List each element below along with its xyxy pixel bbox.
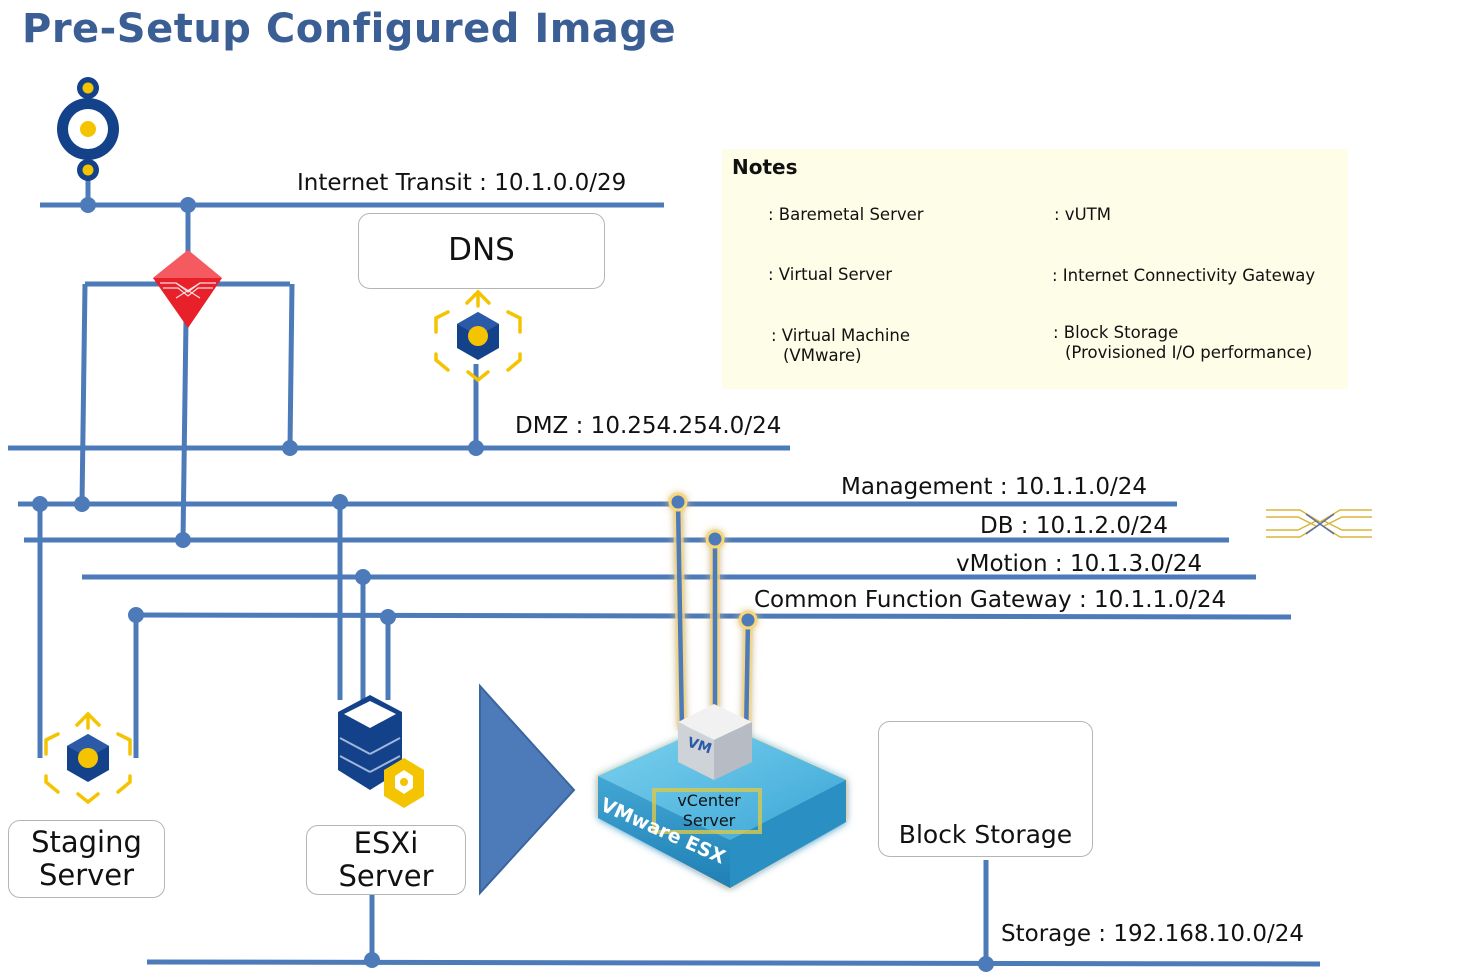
staging-label-line2: Server bbox=[38, 858, 135, 892]
dns-label: DNS bbox=[448, 232, 515, 269]
staging-virtual-server-icon bbox=[44, 712, 132, 804]
legend-virtual-server-text: : Virtual Server bbox=[768, 265, 893, 284]
vutm-pattern-icon bbox=[1266, 509, 1372, 538]
internet-gateway-icon bbox=[57, 77, 119, 181]
network-junctions bbox=[32, 197, 994, 972]
staging-label-line1: Staging bbox=[31, 824, 142, 859]
db-label: DB : 10.1.2.0/24 bbox=[980, 513, 1168, 539]
vm-cube-icon bbox=[678, 704, 752, 780]
vcenter-label: vCenter Server bbox=[664, 791, 754, 831]
legend-vm-text-line1: : Virtual Machine bbox=[771, 326, 911, 345]
legend-baremetal-text: : Baremetal Server bbox=[768, 205, 924, 224]
notes-title: Notes bbox=[732, 155, 798, 179]
vcenter-links bbox=[668, 492, 758, 741]
dmz-label: DMZ : 10.254.254.0/24 bbox=[515, 413, 782, 439]
vcenter-label-line2: Server bbox=[682, 811, 736, 830]
legend-vutm-text: : vUTM bbox=[1054, 205, 1111, 224]
vcenter-label-line1: vCenter bbox=[677, 791, 741, 810]
legend-block-storage-text-line2: (Provisioned I/O performance) bbox=[1065, 343, 1313, 362]
storage-line bbox=[146, 959, 1321, 967]
block-storage-label: Block Storage bbox=[898, 820, 1073, 850]
block-storage-box: Block Storage bbox=[878, 721, 1093, 857]
dns-box: DNS bbox=[358, 213, 605, 289]
esxi-label-line2: Server bbox=[338, 859, 434, 893]
internet-transit-label: Internet Transit : 10.1.0.0/29 bbox=[297, 170, 627, 196]
legend-block-storage-text-line1: : Block Storage bbox=[1053, 323, 1179, 342]
legend-internet-gateway-text: : Internet Connectivity Gateway bbox=[1052, 266, 1316, 285]
esxi-baremetal-icon bbox=[338, 695, 424, 808]
vutm-icon bbox=[153, 250, 222, 328]
storage-label: Storage : 192.168.10.0/24 bbox=[1001, 921, 1305, 947]
management-label: Management : 10.1.1.0/24 bbox=[841, 474, 1147, 500]
vmotion-label: vMotion : 10.1.3.0/24 bbox=[956, 551, 1203, 577]
legend-vm-text-line2: (VMware) bbox=[783, 346, 862, 365]
esxi-label-line1: ESXi bbox=[353, 825, 419, 860]
vmware-esx-platform bbox=[596, 720, 848, 890]
notes-legend: Notes bbox=[722, 149, 1348, 389]
staging-server-box: Staging Server bbox=[8, 820, 165, 898]
common-function-gateway-label: Common Function Gateway : 10.1.1.0/24 bbox=[754, 587, 1227, 613]
migration-arrow bbox=[479, 683, 576, 896]
page-title: Pre-Setup Configured Image bbox=[22, 6, 677, 52]
esxi-server-box: ESXi Server bbox=[306, 825, 466, 895]
